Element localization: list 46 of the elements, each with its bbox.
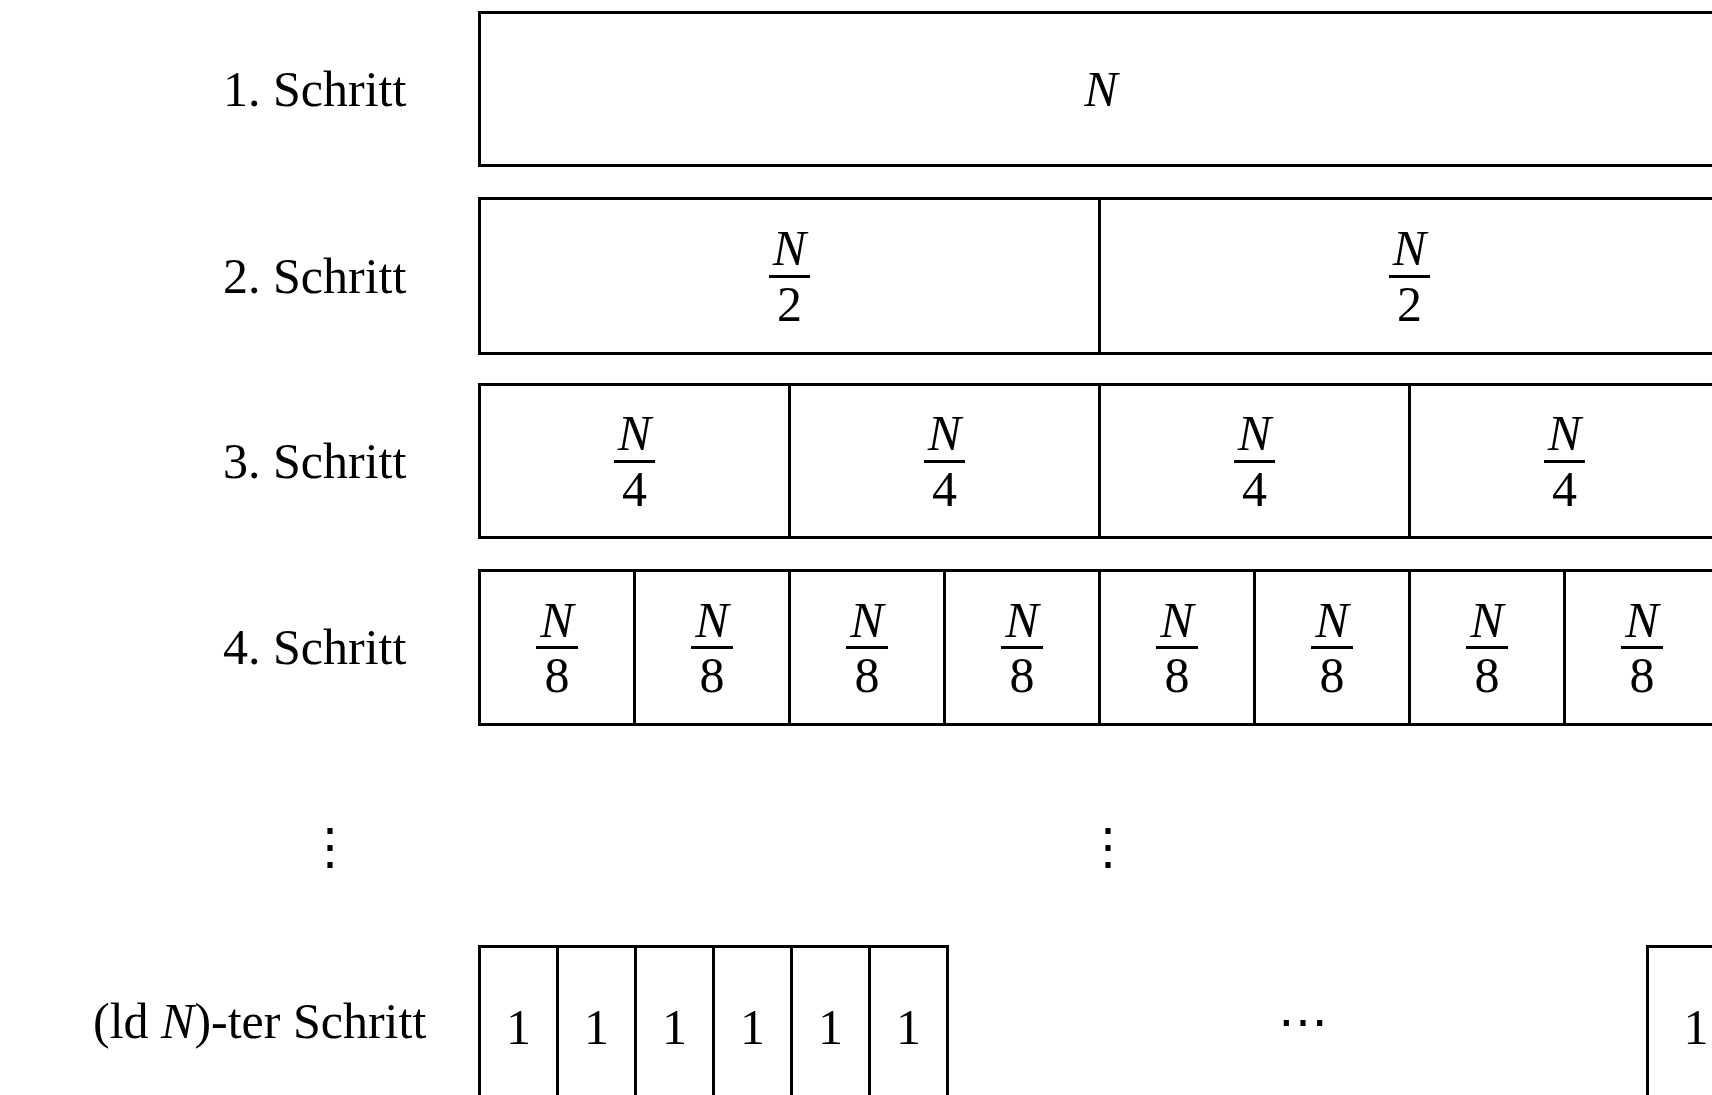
cell-box — [868, 945, 949, 1095]
fraction: N 8 — [1466, 593, 1508, 702]
cell-box — [1098, 569, 1256, 726]
cell-value: 1 — [506, 998, 531, 1056]
cell-box — [1098, 197, 1712, 355]
fraction: N 8 — [536, 593, 578, 702]
cell-box — [478, 569, 636, 726]
cell-box — [788, 569, 946, 726]
cell-box — [1563, 569, 1712, 726]
cell-value: 1 — [1683, 998, 1709, 1056]
cell-value: N — [1084, 60, 1118, 118]
fraction: N 8 — [1621, 593, 1663, 702]
step-label: 3. Schritt — [223, 436, 407, 486]
fraction: N 8 — [846, 593, 888, 702]
cell-box — [1253, 569, 1411, 726]
fraction: N 4 — [923, 407, 966, 515]
cell-box — [478, 197, 1101, 355]
cell-box — [1408, 383, 1712, 539]
fraction: N 2 — [1388, 222, 1431, 330]
cell-box — [1098, 383, 1411, 539]
cell-box — [788, 383, 1101, 539]
cell-value: 1 — [584, 998, 609, 1056]
cell-box — [478, 383, 791, 539]
fraction: N 8 — [1001, 593, 1043, 702]
fraction: N 2 — [768, 222, 811, 330]
cell-value: 1 — [662, 998, 687, 1056]
step-label: 4. Schritt — [223, 622, 407, 672]
vertical-ellipsis: ⋮ — [305, 821, 355, 871]
cell-box — [633, 569, 791, 726]
fraction: N 8 — [1311, 593, 1353, 702]
cell-value: 1 — [740, 998, 765, 1056]
fraction: N 4 — [613, 407, 656, 515]
cell-value: 1 — [896, 998, 921, 1056]
cell-box — [943, 569, 1101, 726]
horizontal-ellipsis: ⋯ — [1278, 996, 1328, 1046]
cell-value: 1 — [818, 998, 843, 1056]
fraction: N 4 — [1543, 407, 1586, 515]
cell-box — [478, 945, 559, 1095]
cell-box — [478, 11, 1712, 167]
step-label: 1. Schritt — [223, 64, 407, 114]
cell-box — [1408, 569, 1566, 726]
fraction: N 4 — [1233, 407, 1276, 515]
step-label: 2. Schritt — [223, 251, 407, 301]
vertical-ellipsis: ⋮ — [1083, 821, 1133, 871]
fraction: N 8 — [1156, 593, 1198, 702]
fraction: N 8 — [691, 593, 733, 702]
